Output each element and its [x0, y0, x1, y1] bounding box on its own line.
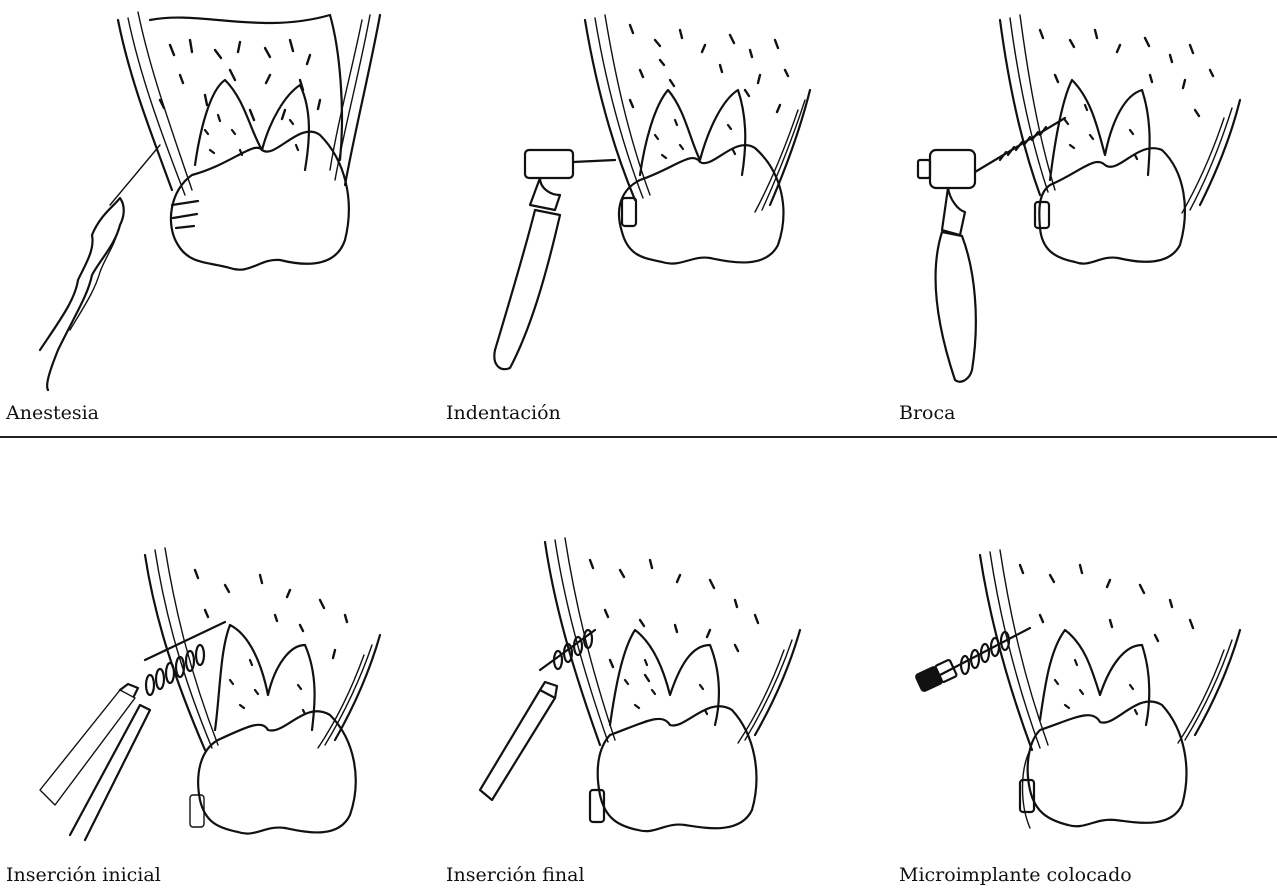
implant-head	[915, 666, 943, 692]
bracket	[1035, 202, 1049, 228]
caption-insercion-inicial: Inserción inicial	[6, 864, 161, 886]
microimplante-colocado-illustration	[880, 450, 1277, 890]
panel-indentacion: Indentación	[430, 0, 860, 430]
panel-anestesia: Anestesia	[0, 0, 420, 430]
handpiece-handle	[936, 232, 976, 382]
microimplant-screw	[540, 630, 595, 670]
indentacion-illustration	[430, 0, 860, 430]
caption-indentacion: Indentación	[446, 402, 561, 424]
panel-insercion-inicial: Inserción inicial	[0, 450, 420, 890]
caption-anestesia: Anestesia	[6, 402, 99, 424]
handpiece-head	[525, 150, 573, 178]
anestesia-illustration	[0, 0, 420, 430]
needle	[110, 145, 160, 205]
insercion-final-illustration	[430, 450, 860, 890]
bracket	[622, 198, 636, 226]
syringe-body	[40, 198, 124, 390]
bracket	[190, 795, 204, 827]
caption-microimplante-colocado: Microimplante colocado	[899, 864, 1132, 886]
screwdriver-shaft	[70, 705, 150, 840]
row-divider	[0, 436, 1277, 438]
handpiece-handle	[494, 210, 560, 369]
screwdriver-shaft	[480, 690, 555, 800]
bracket	[590, 790, 604, 822]
panel-insercion-final: Inserción final	[430, 450, 860, 890]
bracket	[172, 201, 198, 228]
microimplant-screw	[145, 622, 225, 695]
tooth-roots	[195, 80, 309, 170]
indenter-tip	[573, 160, 615, 162]
panel-broca: Broca	[880, 0, 1277, 430]
insercion-inicial-illustration	[0, 450, 420, 890]
caption-insercion-final: Inserción final	[446, 864, 585, 886]
caption-broca: Broca	[899, 402, 955, 424]
handpiece-head	[930, 150, 975, 188]
panel-microimplante-colocado: Microimplante colocado	[880, 450, 1277, 890]
broca-illustration	[880, 0, 1277, 430]
